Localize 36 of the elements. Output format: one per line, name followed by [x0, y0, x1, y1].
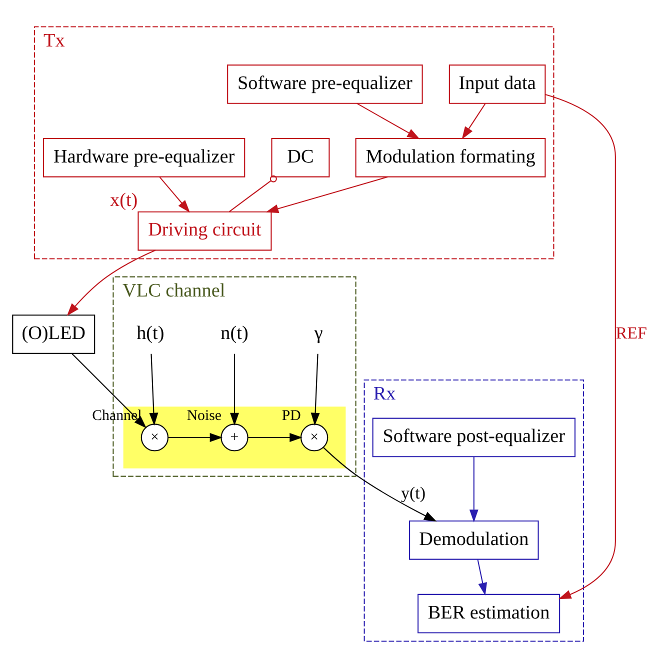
node-box: Hardware pre-equalizer	[42, 138, 246, 178]
node-box: Demodulation	[409, 520, 539, 560]
node-box: Software post-equalizer	[372, 418, 576, 458]
edge-label: REF	[616, 323, 647, 342]
arrow	[323, 447, 437, 522]
arrow	[356, 103, 420, 140]
arrow	[248, 433, 302, 442]
arrow	[159, 176, 190, 213]
node-circle: ×	[300, 424, 328, 452]
node-circle: +	[220, 424, 248, 452]
arrow	[149, 354, 158, 426]
node-box: Modulation formating	[355, 138, 546, 178]
node-box: (O)LED	[12, 314, 96, 354]
node-label: x(t)	[110, 190, 138, 211]
arrow	[477, 559, 488, 596]
node-label: Noise	[186, 408, 222, 424]
arrow	[469, 456, 478, 522]
arrow	[545, 94, 616, 600]
node-box: DC	[271, 138, 330, 178]
node-box: Driving circuit	[138, 211, 272, 251]
arrow	[462, 103, 486, 140]
node-text: γ	[314, 322, 323, 344]
arrow	[310, 354, 320, 426]
arrow	[168, 433, 223, 442]
node-circle: ×	[140, 424, 169, 452]
edge-label: y(t)	[400, 483, 426, 502]
node-label: PD	[282, 408, 301, 424]
node-box: Input data	[448, 64, 546, 104]
arrow	[266, 176, 388, 214]
node-box: Software pre-equalizer	[227, 64, 423, 104]
node-box: BER estimation	[418, 594, 560, 634]
connector	[228, 175, 277, 212]
arrow	[72, 353, 147, 428]
node-text: h(t)	[136, 322, 164, 344]
arrow	[230, 354, 239, 426]
node-text: n(t)	[220, 322, 248, 344]
